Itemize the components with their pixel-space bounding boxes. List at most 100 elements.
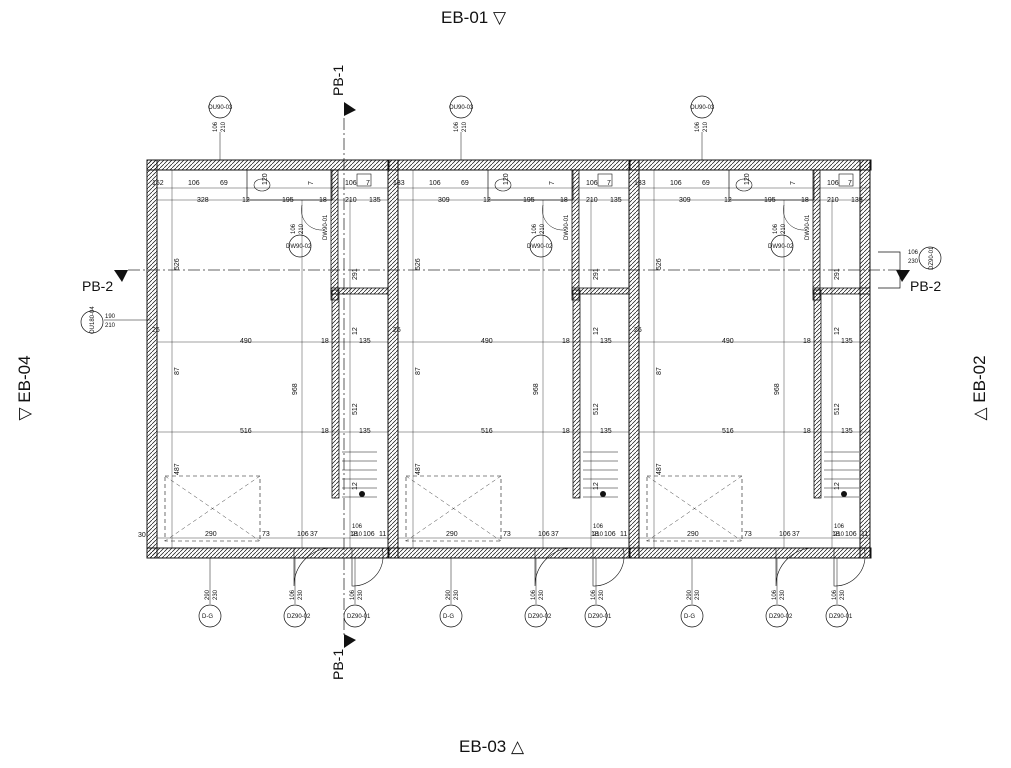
window-tag-top-label: OU90-03	[208, 105, 233, 111]
dim-vertical: 487	[656, 463, 663, 475]
window-tag-top-label: OU90-03	[449, 105, 474, 111]
dim-row2: 210	[586, 197, 598, 204]
wall-top	[146, 159, 390, 171]
bathroom	[246, 169, 333, 201]
door-tag-bottom-label: D-G	[202, 614, 213, 620]
window-left-height: 210	[105, 323, 116, 329]
door-int-label: DW90-02	[527, 244, 553, 250]
door-bottom-height: 230	[840, 589, 846, 600]
door-tag-bottom	[439, 604, 463, 628]
dim-bottom: 106	[538, 531, 550, 538]
dim-row2: 18	[319, 197, 327, 204]
right-side-door: DZ90-01 106 230	[878, 246, 942, 289]
door-tag-bottom	[283, 604, 307, 628]
dim-vertical: 526	[656, 258, 663, 270]
section-arrow-bottom-icon	[344, 634, 356, 648]
wall-bottom	[628, 547, 872, 559]
elevation-marker-bottom: EB-03 △	[459, 737, 524, 757]
door-int-height: 210	[540, 223, 546, 234]
dim-vertical: 968	[292, 383, 299, 395]
window-top-width: 106	[213, 121, 219, 132]
dim-vertical: 487	[415, 463, 422, 475]
door-bottom-height: 230	[358, 589, 364, 600]
door-swing-int	[301, 204, 323, 231]
dim-low: 18	[321, 428, 329, 435]
dim-row2: 135	[851, 197, 863, 204]
dim-mid: 135	[841, 338, 853, 345]
dim-top: 106	[345, 180, 357, 187]
dim-low: 18	[803, 428, 811, 435]
dim-vertical: 291	[352, 268, 359, 280]
door-bottom-height: 230	[599, 589, 605, 600]
left-window: OU180-04 190 210	[80, 306, 152, 334]
dim-bottom: 37	[551, 531, 559, 538]
wall-left	[387, 159, 399, 559]
window-top-width: 106	[454, 121, 460, 132]
dim-vertical: 87	[174, 367, 181, 375]
door-int-width: 106	[532, 223, 538, 234]
dim-vertical: 968	[774, 383, 781, 395]
stair-marker-icon	[359, 491, 365, 497]
right-door-height: 230	[908, 259, 919, 265]
door-int2-label: DW90-01	[323, 214, 329, 240]
dim-top: 133	[393, 180, 405, 187]
door-int2-height: 210	[593, 532, 604, 538]
wall-left	[628, 159, 640, 559]
dim-mid: 135	[600, 338, 612, 345]
dim-bottom: 106	[604, 531, 616, 538]
door-tag-bottom	[198, 604, 222, 628]
wall-stair	[813, 289, 822, 499]
dim-vertical: 12	[352, 482, 359, 490]
section-line-vertical: PB-1 PB-1	[330, 65, 356, 680]
section-arrow-top-icon	[344, 102, 356, 116]
garage-zone-diag2	[405, 475, 502, 542]
door-bottom-width: 106	[591, 589, 597, 600]
section-label-bottom: PB-1	[330, 649, 346, 680]
dim-vertical: 87	[656, 367, 663, 375]
stair-marker-icon	[600, 491, 606, 497]
dim-bottom: 18	[591, 531, 599, 538]
door-tag-bottom-label: DZ90-01	[829, 614, 853, 620]
dim-vertical: 512	[593, 403, 600, 415]
dim-mid: 18	[803, 338, 811, 345]
dim-mid: 490	[481, 338, 493, 345]
dim-top: 7	[308, 181, 315, 185]
dim-bottom: 106	[297, 531, 309, 538]
garage-zone	[405, 475, 502, 542]
sink-icon	[253, 178, 271, 192]
door-tag-bottom	[765, 604, 789, 628]
window-left-tag: OU180-04	[90, 306, 96, 334]
door-tag-bottom	[680, 604, 704, 628]
door-swing-int	[783, 204, 805, 231]
dim-row2: 12	[483, 197, 491, 204]
sink-icon	[735, 178, 753, 192]
door-int-width: 106	[291, 223, 297, 234]
dim-top: 133	[634, 180, 646, 187]
dim-row2: 328	[197, 197, 209, 204]
door-tag-bottom-label: DZ90-01	[347, 614, 371, 620]
door-tag-bottom-label: DZ90-02	[528, 614, 552, 620]
door-int-label: DW90-02	[768, 244, 794, 250]
dim-top: 69	[220, 180, 228, 187]
dim-left-26: 26	[393, 327, 401, 334]
wall-stair	[331, 289, 340, 499]
door-tag-bottom-label: DZ90-02	[287, 614, 311, 620]
door-swing-ext	[775, 547, 815, 587]
dim-bottom: 73	[503, 531, 511, 538]
dim-top: 7	[790, 181, 797, 185]
dim-bottom: 11	[620, 531, 627, 538]
dim-top: 106	[188, 180, 200, 187]
window-top-width: 106	[695, 121, 701, 132]
dim-left-offset: 30	[138, 532, 146, 539]
door-tag-bottom	[524, 604, 548, 628]
dim-row2: 195	[282, 197, 294, 204]
elevation-marker-top: EB-01 ▽	[441, 8, 506, 28]
dim-row2: 210	[827, 197, 839, 204]
door-int2-label: DW90-01	[805, 214, 811, 240]
door-tag-int	[770, 234, 794, 258]
toilet-icon	[356, 173, 372, 187]
door-tag-bottom-label: D-G	[443, 614, 454, 620]
garage-zone	[646, 475, 743, 542]
